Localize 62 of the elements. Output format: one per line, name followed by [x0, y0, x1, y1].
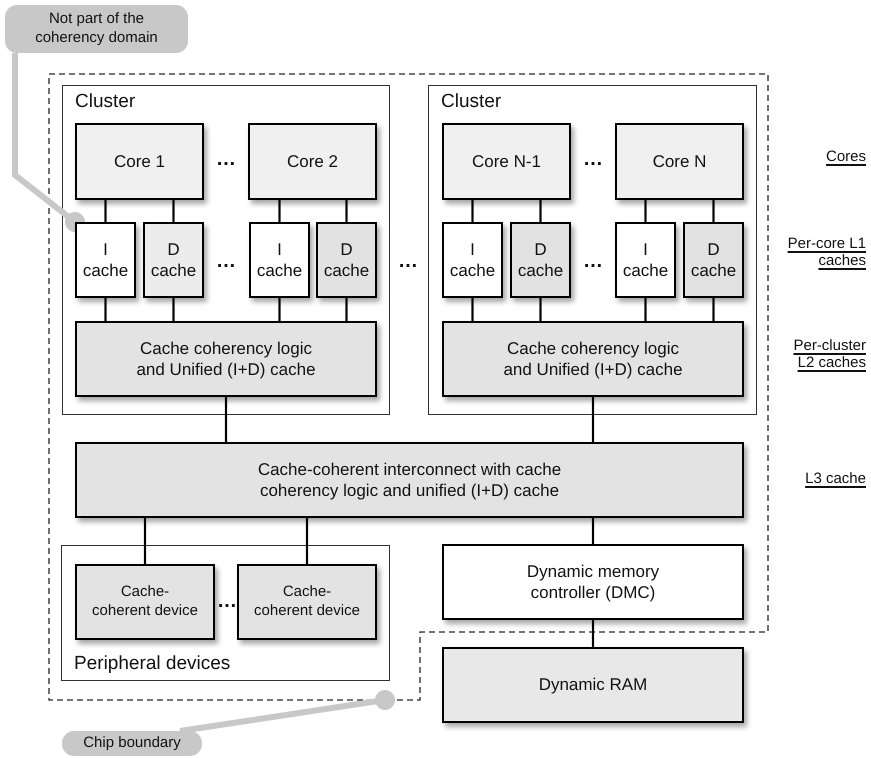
connector-line [306, 518, 308, 564]
core-box: Core N-1 [442, 123, 571, 200]
cache-box: D cache [316, 222, 377, 298]
cache-box: D cache [143, 222, 204, 298]
core-box: Core 1 [75, 123, 204, 200]
connector-line [278, 298, 281, 321]
ram-box: Dynamic RAM [442, 647, 744, 723]
controller-box: Dynamic memory controller (DMC) [442, 544, 744, 620]
connector-line [712, 298, 715, 321]
connector-line [345, 200, 348, 222]
connector-line [104, 298, 107, 321]
ellipsis-mark: … [397, 250, 419, 273]
group-title: Cluster [75, 90, 136, 114]
connector-line [278, 200, 281, 222]
cache-box: I cache [249, 222, 310, 298]
connector-line [712, 200, 715, 222]
cache-box: I cache [442, 222, 503, 298]
connector-line [104, 200, 107, 222]
connector-line [644, 200, 647, 222]
connector-line [644, 298, 647, 321]
group-title: Peripheral devices [74, 652, 230, 676]
device-box: Cache-coherent device [75, 564, 215, 640]
level-label: L3 cache [804, 470, 866, 487]
leader-line [180, 690, 395, 734]
connector-line [592, 620, 594, 647]
cache-box: D cache [510, 222, 571, 298]
ellipsis-mark: … [215, 250, 237, 273]
connector-line [224, 397, 228, 442]
l2-cache-box: Cache coherency logic and Unified (I+D) cache [442, 321, 744, 397]
connector-line [144, 518, 146, 564]
connector-line [172, 298, 175, 321]
group-title: Cluster [441, 90, 502, 114]
level-label: Cores [824, 148, 866, 165]
cache-box: D cache [683, 222, 744, 298]
core-box: Core N [615, 123, 744, 200]
connector-line [471, 200, 474, 222]
peripheral-frame [61, 545, 390, 681]
connector-line [471, 298, 474, 321]
leader-line [12, 53, 85, 232]
device-box: Cache-coherent device [237, 564, 377, 640]
connector-line [539, 200, 542, 222]
ellipsis-mark: … [582, 148, 604, 171]
connector-line [345, 298, 348, 321]
callout-bubble: Not part of the coherency domain [5, 5, 188, 53]
connector-line [172, 200, 175, 222]
level-label: Per-core L1 caches [786, 235, 866, 269]
l2-cache-box: Cache coherency logic and Unified (I+D) cache [75, 321, 377, 397]
level-label: Per-cluster L2 caches [792, 337, 866, 371]
cache-box: I cache [75, 222, 136, 298]
cluster-frame [62, 85, 390, 415]
connector-line [539, 298, 542, 321]
cluster-frame [428, 85, 757, 415]
callout-bubble: Chip boundary [62, 731, 202, 756]
connector-line [592, 518, 594, 544]
core-box: Core 2 [248, 123, 377, 200]
chip-boundary-outline [49, 74, 768, 700]
ellipsis-mark: … [217, 590, 235, 613]
connector-line [592, 397, 594, 442]
ellipsis-mark: … [215, 148, 237, 171]
interconnect-box: Cache-coherent interconnect with cache coherency logic and unified (I+D) cache [75, 442, 744, 518]
ellipsis-mark: … [582, 250, 604, 273]
cache-box: I cache [615, 222, 676, 298]
